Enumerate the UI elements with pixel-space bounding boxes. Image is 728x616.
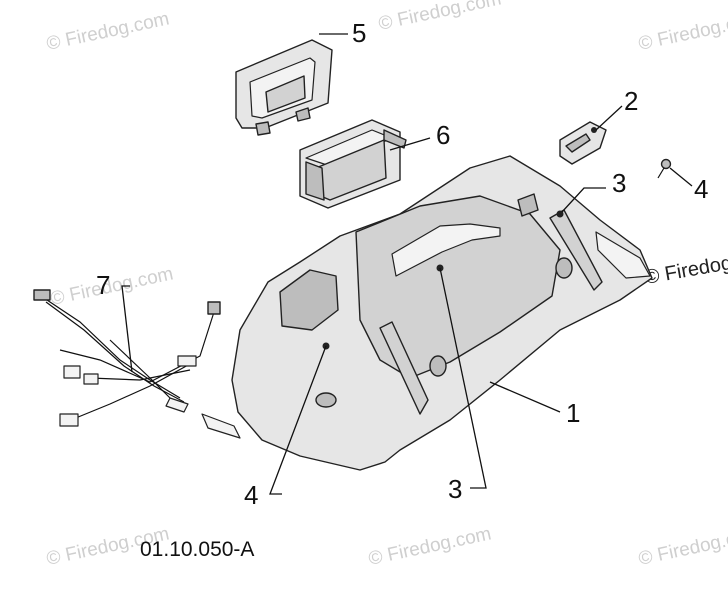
callout-label: 3 (448, 474, 462, 504)
callout-label: 7 (96, 270, 110, 300)
watermark: © Firedog.com (45, 8, 172, 55)
callout-label: 2 (624, 86, 638, 116)
leader-lines (121, 33, 693, 495)
callout-label: 1 (566, 398, 580, 428)
connector (33, 289, 51, 301)
reference-code: 01.10.050-A (140, 538, 254, 561)
callout-labels: 5 6 2 3 4 1 3 4 7 (96, 18, 708, 510)
connector (177, 355, 197, 367)
watermark: © Firedog.com (637, 523, 728, 570)
connector (207, 301, 221, 315)
callout-label: 3 (612, 168, 626, 198)
part-4-screw (657, 158, 672, 179)
connector (63, 365, 81, 379)
watermark: © Firedog.com (637, 8, 728, 55)
part-5-bezel (235, 39, 333, 136)
connector (83, 373, 99, 385)
part-1-fairing (231, 155, 653, 471)
part-2-switch (559, 121, 607, 165)
part-6-module (299, 119, 407, 209)
part-7-harness (33, 289, 241, 439)
callout-label: 6 (436, 120, 450, 150)
callout-label: 5 (352, 18, 366, 48)
connector (165, 397, 189, 413)
connector (201, 413, 241, 439)
watermark: © Firedog.com (377, 0, 504, 35)
watermark: © Firedog.com (367, 523, 494, 570)
watermark: © Firedog.com (643, 244, 728, 288)
callout-label: 4 (244, 480, 258, 510)
connector (59, 413, 79, 427)
watermark: © Firedog.com (49, 263, 176, 310)
callout-label: 4 (694, 174, 708, 204)
screw-hole (556, 210, 564, 218)
